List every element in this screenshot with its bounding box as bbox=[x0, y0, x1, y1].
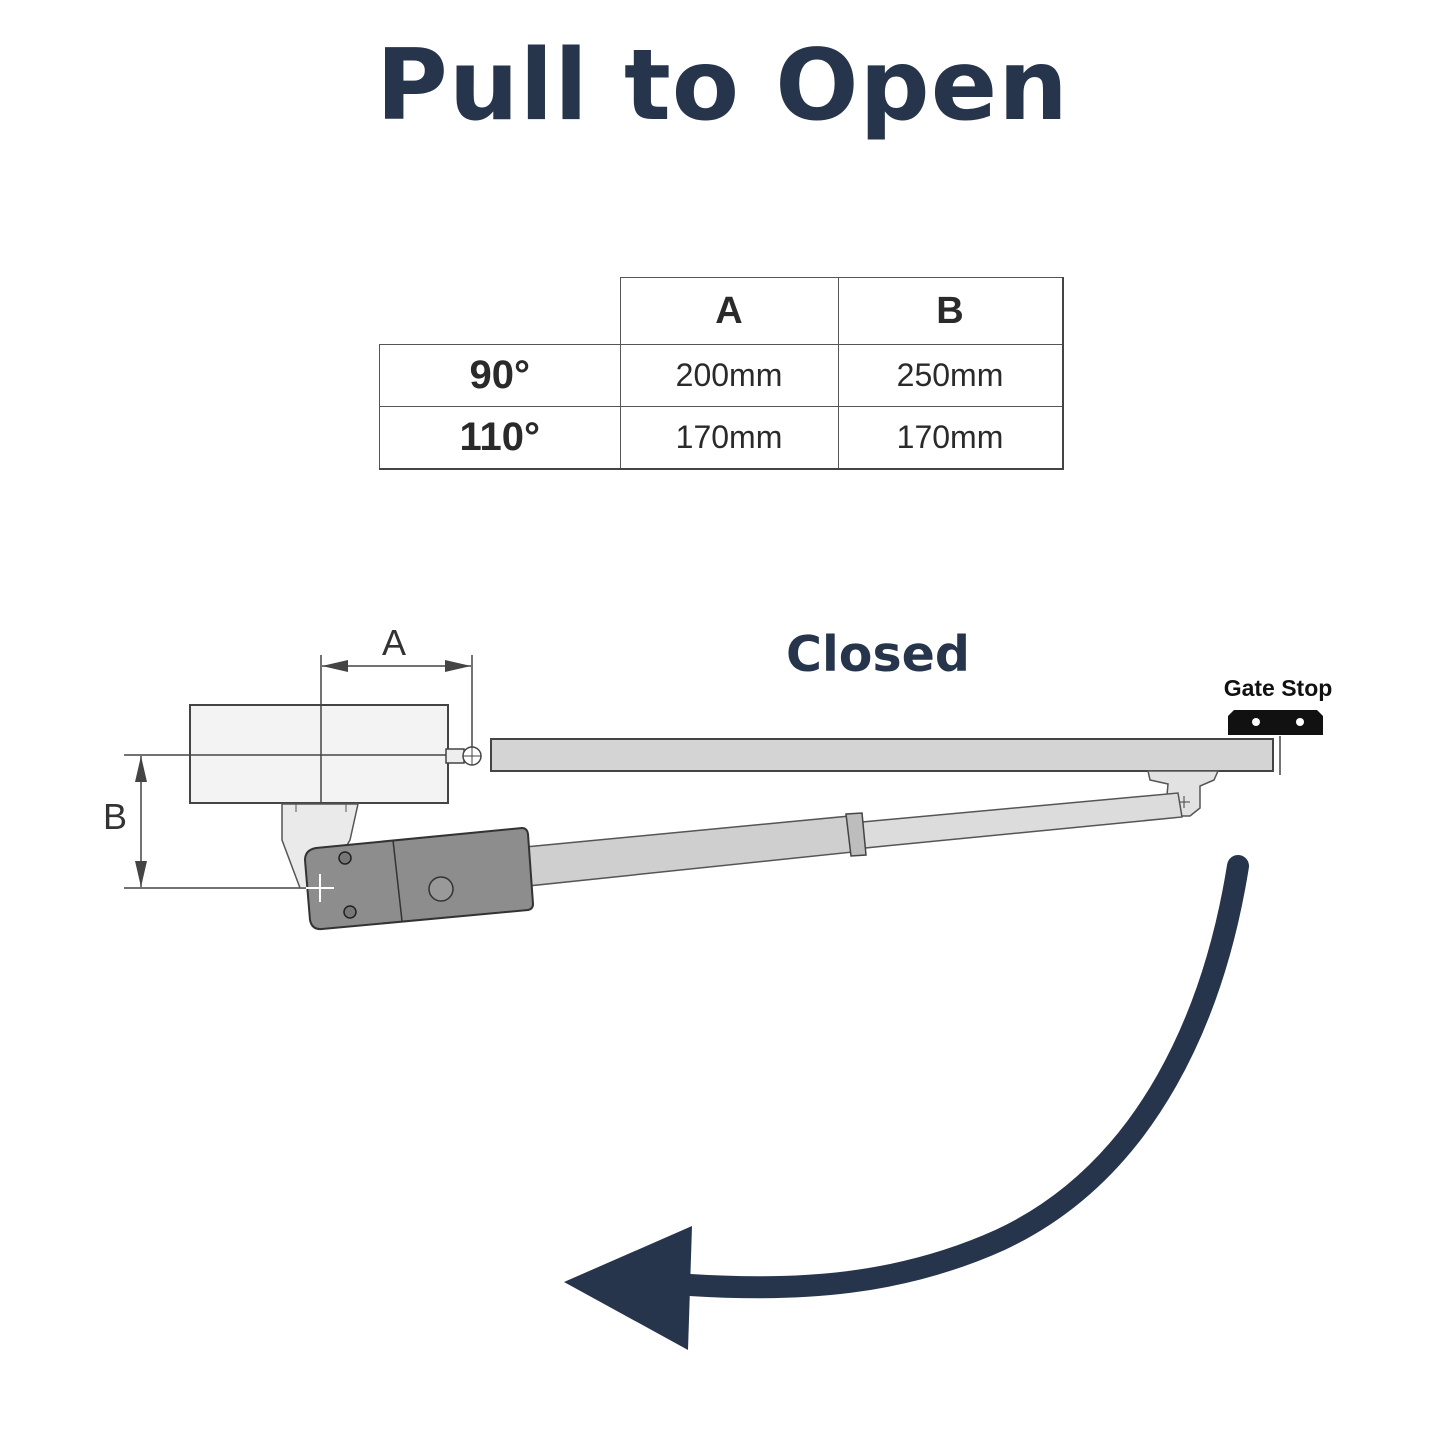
dim-a-arrow-left bbox=[322, 660, 348, 672]
column-header-b: B bbox=[837, 277, 1063, 345]
cell-b-value: 250mm bbox=[837, 344, 1063, 407]
gate-bracket bbox=[1147, 770, 1220, 817]
page-title: Pull to Open bbox=[376, 29, 1069, 143]
gate-stop-icon bbox=[1228, 710, 1323, 735]
opening-direction-arrow-icon bbox=[679, 855, 1249, 1299]
dim-b-arrow-bottom bbox=[135, 861, 147, 887]
screw-icon bbox=[343, 905, 357, 919]
actuator-inner-rod bbox=[861, 792, 1183, 849]
cell-a-value: 170mm bbox=[619, 406, 839, 470]
column-header-a: A bbox=[619, 277, 839, 345]
dim-b-arrow-top bbox=[135, 756, 147, 782]
cell-a-value: 200mm bbox=[619, 344, 839, 407]
gate-post bbox=[189, 704, 449, 804]
row-angle: 90° bbox=[379, 344, 621, 407]
dimension-table: A B 90° 200mm 250mm 110° 170mm 170mm bbox=[379, 277, 1064, 470]
table-row: 90° 200mm 250mm bbox=[379, 344, 1063, 407]
table-corner-cell bbox=[379, 277, 621, 345]
state-label: Closed bbox=[786, 626, 970, 683]
opening-direction-arrowhead bbox=[564, 1226, 692, 1350]
cell-b-value: 170mm bbox=[837, 406, 1063, 470]
dim-a-arrow-right bbox=[445, 660, 471, 672]
pivot-cross-icon bbox=[306, 874, 334, 902]
gate-leaf bbox=[490, 738, 1274, 772]
table-header-row: A B bbox=[379, 277, 1063, 345]
screw-icon bbox=[338, 851, 352, 865]
dimension-b-label: B bbox=[102, 796, 127, 837]
gate-hinge bbox=[445, 748, 465, 764]
motor-release-knob-icon bbox=[428, 876, 454, 902]
dimension-a-label: A bbox=[381, 622, 406, 663]
actuator-outer-tube bbox=[524, 815, 854, 887]
row-angle: 110° bbox=[379, 406, 621, 470]
motor-housing bbox=[303, 826, 535, 931]
gate-stop-label: Gate Stop bbox=[1223, 675, 1333, 701]
table-row: 110° 170mm 170mm bbox=[379, 406, 1063, 470]
actuator-collar bbox=[845, 812, 867, 857]
